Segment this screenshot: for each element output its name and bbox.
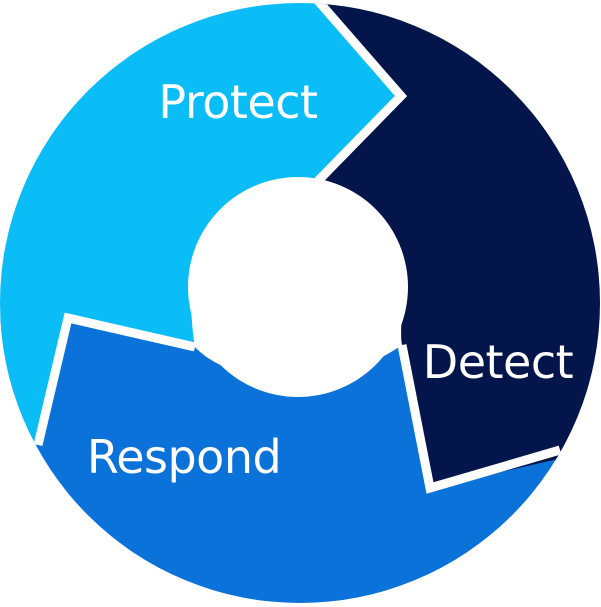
center-hole [188, 177, 408, 397]
label-respond: Respond [87, 430, 281, 484]
segment-separators [33, 3, 562, 494]
segment-respond [0, 318, 560, 603]
label-detect: Detect [423, 335, 573, 389]
label-protect: Protect [158, 75, 317, 129]
segment-protect [0, 3, 401, 445]
